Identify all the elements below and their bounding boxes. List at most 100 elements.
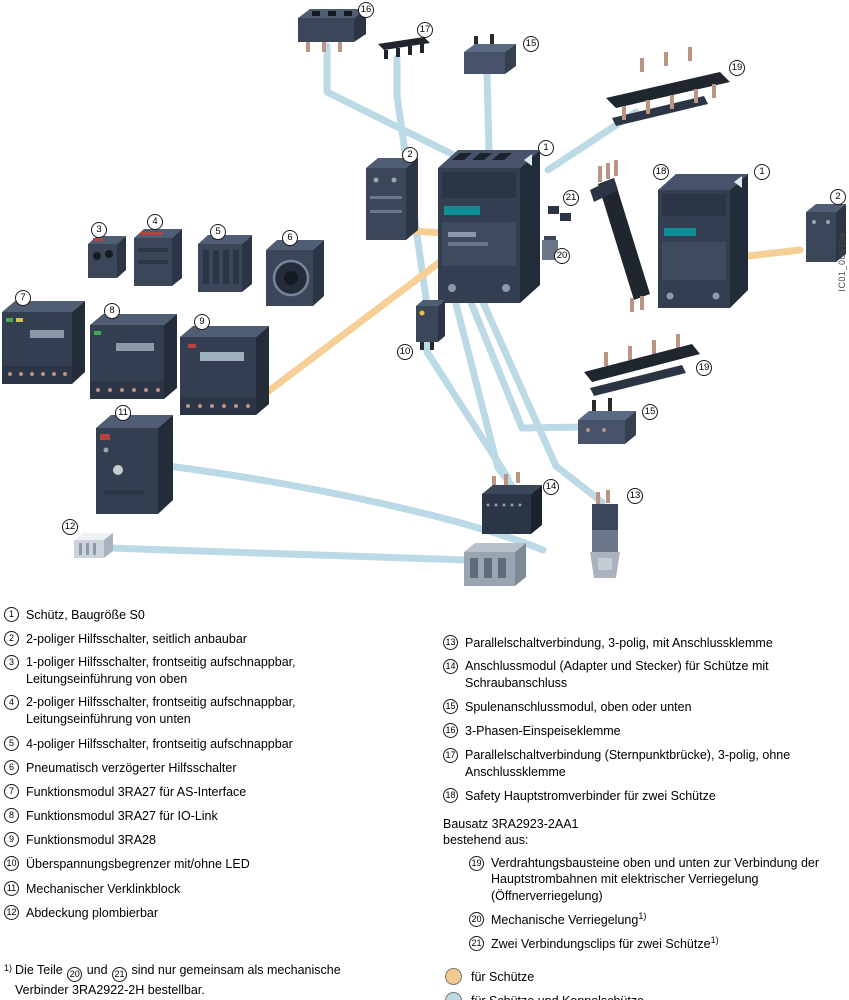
- callout-15: 15: [523, 36, 539, 52]
- safety-connector-graphic-18: [590, 160, 650, 312]
- footnote-text-pre: Die Teile: [15, 963, 63, 977]
- legend-item-text: Funktionsmodul 3RA27 für AS-Interface: [26, 785, 247, 800]
- legend-item-text: Spulenanschlussmodul, oben oder unten: [465, 700, 692, 715]
- callout-4: 4: [147, 214, 163, 230]
- callout-2: 2: [402, 147, 418, 163]
- parallel-connector-graphic-13: [590, 490, 620, 578]
- legend-item-number: 21: [469, 936, 484, 952]
- legend-item-text: Funktionsmodul 3RA27 für IO-Link: [26, 809, 218, 824]
- contactor-graphic-1-right: [658, 174, 748, 308]
- watermark: IC01_00615e: [837, 232, 847, 292]
- function-module-graphic-8: [90, 314, 177, 399]
- coil-module-graphic-15-right: [578, 398, 636, 444]
- legend-item-text: Mechanische Verriegelung1): [491, 911, 647, 928]
- wiring-comb-graphic-19-middle: [584, 334, 700, 396]
- legend-item-number: 8: [4, 808, 19, 824]
- legend-item-number: 9: [4, 832, 19, 848]
- legend-item-number: 15: [443, 699, 458, 715]
- callout-10: 10: [397, 344, 413, 360]
- connecting-clips-graphic-21: [548, 206, 571, 221]
- feed-terminal-graphic-16: [298, 9, 366, 52]
- callout-1: 1: [538, 140, 554, 156]
- callout-5: 5: [210, 224, 226, 240]
- legend-right-column: 13 Parallelschaltverbindung, 3-polig, mi…: [443, 634, 845, 1000]
- legend-item: 12 Abdeckung plombierbar: [4, 904, 440, 921]
- legend-item: 17 Parallelschaltverbindung (Sternpunktb…: [443, 747, 845, 780]
- legend-item-text: Mechanischer Verklinkblock: [26, 881, 181, 896]
- callout-19: 19: [729, 60, 745, 76]
- footnote-text: Die Teile 20 und 21 sind nur gemeinsam a…: [15, 962, 395, 999]
- legend-item-text: Parallelschaltverbindung (Sternpunktbrüc…: [465, 747, 791, 779]
- legend-item-number: 6: [4, 759, 19, 775]
- legend-item: 3 1-poliger Hilfsschalter, frontseitig a…: [4, 654, 440, 687]
- legend-item-number: 2: [4, 631, 19, 647]
- legend-item-text: Anschlussmodul (Adapter und Stecker) für…: [465, 659, 769, 691]
- color-key-row: für Schütze: [445, 968, 845, 986]
- bausatz-header: Bausatz 3RA2923-2AA1 bestehend aus:: [443, 816, 845, 848]
- legend-item-text: 3-Phasen-Einspeiseklemme: [465, 724, 621, 739]
- bausatz-items: 19 Verdrahtungsbausteine oben und unten …: [469, 855, 845, 952]
- legend-item: 7 Funktionsmodul 3RA27 für AS-Interface: [4, 783, 440, 800]
- legend-item-number: 17: [443, 747, 458, 763]
- legend-item: 4 2-poliger Hilfsschalter, frontseitig a…: [4, 694, 440, 727]
- legend-item-number: 1: [4, 607, 19, 622]
- legend-item-text: 1-poliger Hilfsschalter, frontseitig auf…: [26, 655, 296, 687]
- surge-suppressor-graphic-10: [416, 300, 445, 350]
- color-key-label: für Schütze: [471, 969, 535, 984]
- latching-block-graphic-11: [96, 415, 173, 514]
- footnote-marker: 1): [4, 963, 13, 973]
- bausatz-title: Bausatz 3RA2923-2AA1: [443, 816, 579, 831]
- color-key-label: für Schütze und Koppelschütze: [471, 993, 644, 1000]
- aux-switch-graphic-2-right: [806, 204, 846, 262]
- callout-3: 3: [91, 222, 107, 238]
- legend-item-number: 14: [443, 659, 458, 675]
- legend-item-number: 12: [4, 904, 19, 920]
- legend-item-text: 4-poliger Hilfsschalter, frontseitig auf…: [26, 736, 293, 751]
- legend-item-text: Zwei Verbindungsclips für zwei Schütze1): [491, 935, 719, 952]
- legend-left-column: 1 Schütz, Baugröße S0 2 2-poliger Hilfss…: [4, 606, 440, 928]
- legend-item-text: Überspannungsbegrenzer mit/ohne LED: [26, 857, 250, 872]
- callout-2: 2: [830, 189, 846, 205]
- legend-item-text: Schütz, Baugröße S0: [26, 608, 145, 623]
- diagram-illustration: [2, 9, 846, 586]
- legend-item: 9 Funktionsmodul 3RA28: [4, 831, 440, 848]
- legend-item-number: 5: [4, 735, 19, 751]
- callout-18: 18: [653, 164, 669, 180]
- coil-module-graphic-15-top: [464, 34, 516, 74]
- callout-15: 15: [642, 404, 658, 420]
- legend-item-number: 18: [443, 787, 458, 803]
- legend-item-text: Pneumatisch verzögerter Hilfsschalter: [26, 760, 237, 775]
- legend-item-number: 4: [4, 695, 19, 711]
- legend-item: 20 Mechanische Verriegelung1): [469, 911, 845, 928]
- footnote-text-mid: und: [86, 963, 108, 977]
- callout-16: 16: [358, 2, 374, 18]
- legend-item-number: 19: [469, 855, 484, 871]
- callout-20: 20: [554, 248, 570, 264]
- pneumatic-switch-graphic-6: [266, 240, 324, 306]
- legend-item: 6 Pneumatisch verzögerter Hilfsschalter: [4, 759, 440, 776]
- color-key-swatch: [445, 992, 462, 1000]
- legend-item-text: 2-poliger Hilfsschalter, frontseitig auf…: [26, 695, 296, 727]
- footnote-ref-20: 20: [67, 967, 83, 982]
- legend-right-items: 13 Parallelschaltverbindung, 3-polig, mi…: [443, 634, 845, 804]
- callout-9: 9: [194, 314, 210, 330]
- function-module-graphic-9: [180, 326, 269, 415]
- legend-item-number: 7: [4, 783, 19, 799]
- contactor-graphic-1-center: [438, 150, 540, 303]
- legend-item: 18 Safety Hauptstromverbinder für zwei S…: [443, 787, 845, 804]
- legend-item: 8 Funktionsmodul 3RA27 für IO-Link: [4, 807, 440, 824]
- footnote: 1) Die Teile 20 und 21 sind nur gemeinsa…: [4, 962, 416, 999]
- legend-item-number: 10: [4, 856, 19, 872]
- aux-switch-graphic-2-left: [366, 158, 418, 240]
- aux-switch-graphic-5: [198, 235, 252, 292]
- bausatz-subtitle: bestehend aus:: [443, 832, 529, 847]
- star-bridge-graphic-17: [378, 37, 430, 59]
- callout-1: 1: [754, 164, 770, 180]
- legend-item-text: Funktionsmodul 3RA28: [26, 833, 156, 848]
- adapter-module-graphic-14: [464, 472, 542, 586]
- cover-graphic-12: [74, 533, 113, 558]
- legend-item-number: 16: [443, 723, 458, 739]
- footnote-ref-21: 21: [112, 967, 128, 982]
